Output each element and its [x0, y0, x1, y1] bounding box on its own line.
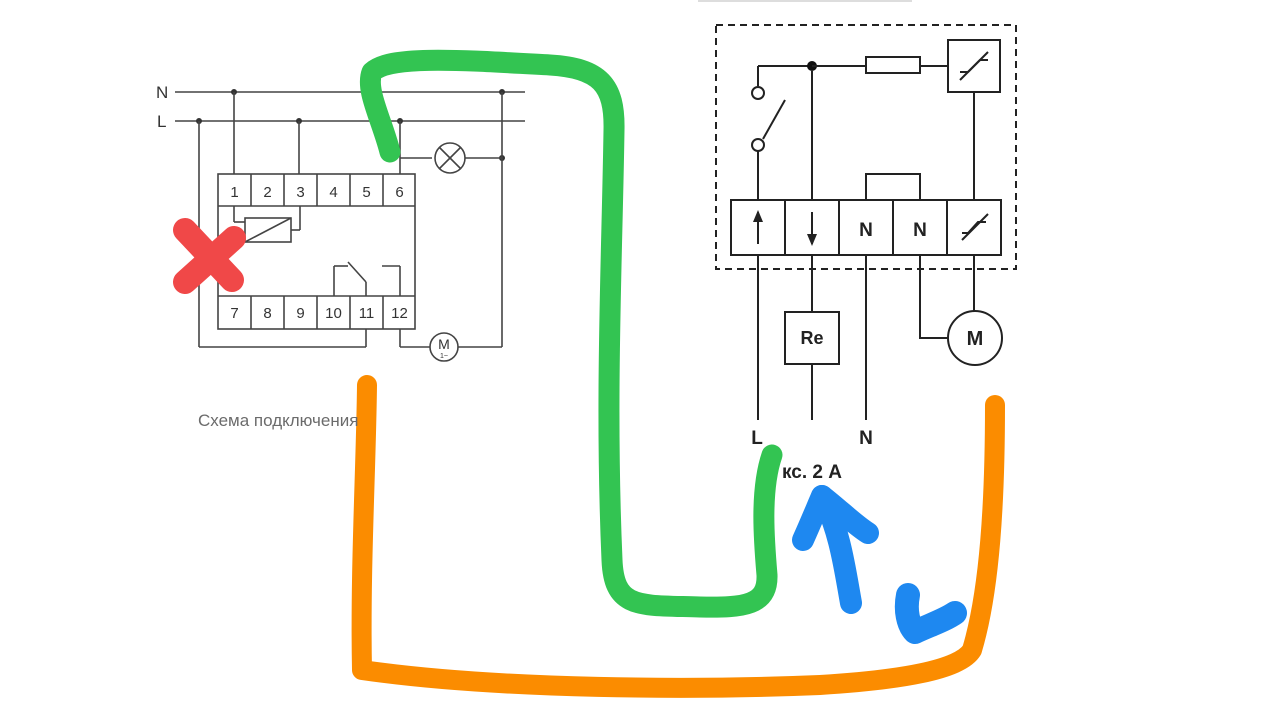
terminal-n-2: N	[913, 220, 927, 241]
resistor	[865, 56, 921, 74]
terminal-9: 9	[296, 305, 304, 322]
output-label-n: N	[859, 428, 873, 449]
terminal-12: 12	[391, 305, 408, 322]
right-schematic: N N Re M L N кс. 2 А	[698, 0, 1017, 483]
blue-check-icon	[894, 583, 967, 644]
orange-wire	[351, 375, 1005, 698]
terminal-11: 11	[359, 305, 375, 322]
motor-label: M	[438, 336, 450, 352]
terminal-10: 10	[325, 305, 342, 322]
terminal-6: 6	[395, 184, 403, 201]
current-note: кс. 2 А	[782, 462, 842, 483]
terminal-7: 7	[230, 305, 238, 322]
motor-m-label: M	[967, 328, 984, 350]
rail-label-n: N	[156, 83, 168, 102]
relay-re-label: Re	[800, 328, 823, 348]
motor-sub-label: 1~	[440, 353, 448, 360]
output-label-l: L	[751, 428, 763, 449]
rail-label-l: L	[157, 112, 166, 131]
caption: Схема подключения	[198, 411, 359, 430]
red-cross-icon	[173, 218, 246, 294]
green-wire	[359, 49, 783, 618]
terminal-8: 8	[263, 305, 271, 322]
annotations	[173, 49, 1005, 698]
device-boundary	[715, 24, 1017, 270]
terminal-n-1: N	[859, 220, 873, 241]
terminal-3: 3	[296, 184, 304, 201]
terminal-1: 1	[230, 184, 238, 201]
left-schematic: N L	[156, 83, 525, 362]
terminal-2: 2	[263, 184, 271, 201]
terminal-4: 4	[329, 184, 337, 201]
terminal-5: 5	[362, 184, 370, 201]
